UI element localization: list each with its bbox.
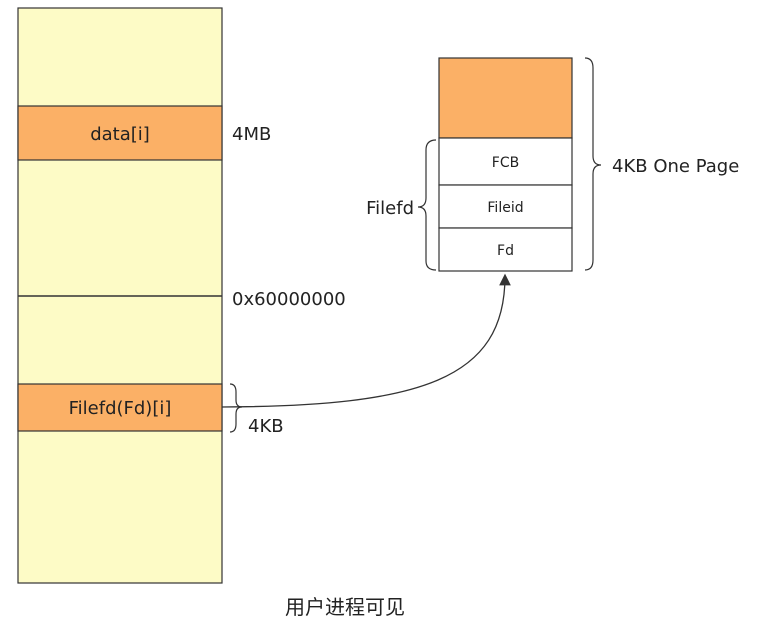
filefd-block bbox=[17, 383, 223, 432]
field-fd-label: Fd bbox=[497, 243, 514, 259]
page-header-block bbox=[438, 57, 573, 139]
field-fcb bbox=[438, 137, 573, 186]
brace-filefd bbox=[417, 139, 437, 271]
label-address: 0x60000000 bbox=[232, 289, 346, 310]
data-block bbox=[17, 105, 223, 161]
label-4mb: 4MB bbox=[232, 124, 271, 145]
label-filefd: Filefd bbox=[366, 198, 414, 219]
brace-4kb bbox=[229, 383, 243, 433]
field-fileid-label: Fileid bbox=[487, 200, 523, 216]
field-fileid bbox=[438, 184, 573, 229]
pointer-arrow bbox=[221, 273, 511, 408]
field-fd bbox=[438, 227, 573, 272]
label-4kb: 4KB bbox=[248, 416, 284, 437]
field-fcb-label: FCB bbox=[492, 155, 519, 171]
caption: 用户进程可见 bbox=[285, 595, 405, 619]
data-block-label: data[i] bbox=[90, 124, 150, 145]
filefd-block-label: Filefd(Fd)[i] bbox=[69, 398, 172, 419]
label-page: 4KB One Page bbox=[612, 156, 739, 177]
brace-page bbox=[584, 57, 602, 271]
